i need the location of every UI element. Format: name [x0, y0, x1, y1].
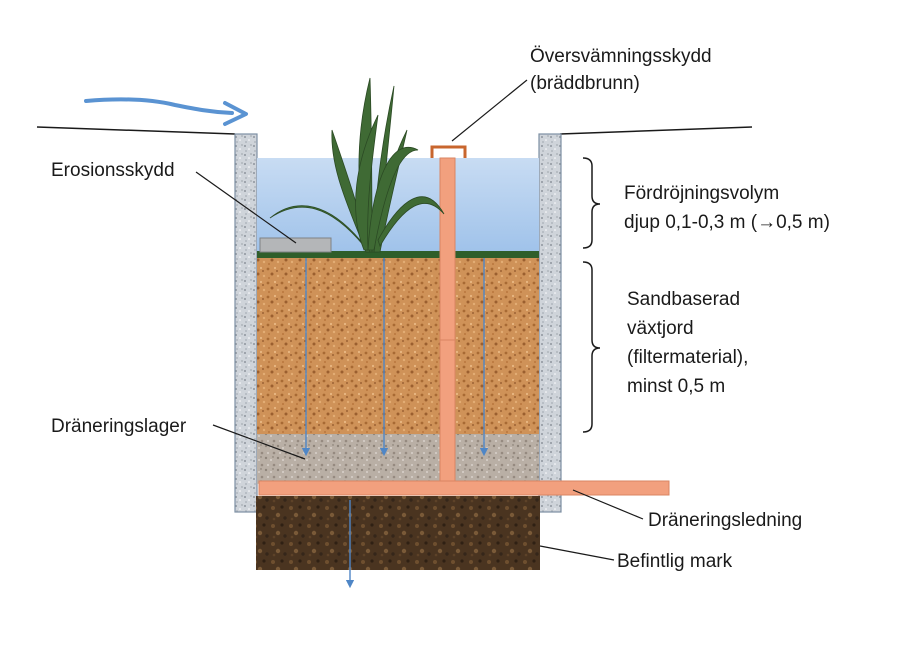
plant-icon — [269, 77, 445, 253]
erosion-leader — [195, 171, 297, 244]
label-overflow-line1: Översvämningsskydd — [530, 46, 712, 67]
erosion-protection-slab — [259, 237, 332, 253]
right-wall — [538, 133, 562, 513]
drainage-layer-leader — [212, 424, 306, 460]
label-overflow-line2: (bräddbrunn) — [530, 73, 640, 94]
label-retention-line1: Fördröjningsvolym — [624, 183, 779, 204]
infiltration-lines — [301, 258, 489, 589]
drainage-layer — [257, 434, 539, 484]
ground-surface-left — [36, 126, 236, 135]
label-existing-ground: Befintlig mark — [617, 551, 733, 572]
label-filter-line4: minst 0,5 m — [627, 376, 725, 397]
label-erosion: Erosionsskydd — [51, 160, 175, 181]
overflow-pipe — [439, 157, 456, 484]
label-drainage-pipe: Dräneringsledning — [648, 510, 802, 531]
label-filter-line3: (filtermaterial), — [627, 347, 748, 368]
overflow-cap — [430, 145, 467, 158]
ground-surface-right — [559, 126, 753, 135]
drainage-pipe — [258, 480, 670, 496]
existing-ground — [256, 496, 540, 570]
existing-ground-leader — [539, 545, 615, 561]
filter-soil-layer — [257, 256, 539, 434]
drainage-pipe-leader — [572, 489, 644, 520]
vegetated-surface — [257, 251, 539, 258]
label-filter-line1: Sandbaserad — [627, 289, 740, 310]
left-wall — [234, 133, 258, 513]
overflow-leader — [451, 79, 528, 142]
label-drainage-layer: Dräneringslager — [51, 416, 187, 437]
label-filter-line2: växtjord — [627, 318, 694, 339]
label-retention-line2: djup 0,1-0,3 m (→0,5 m) — [624, 212, 830, 233]
retention-brace — [582, 157, 601, 249]
surface-inflow-arrow — [84, 97, 248, 126]
filter-brace — [582, 261, 601, 433]
